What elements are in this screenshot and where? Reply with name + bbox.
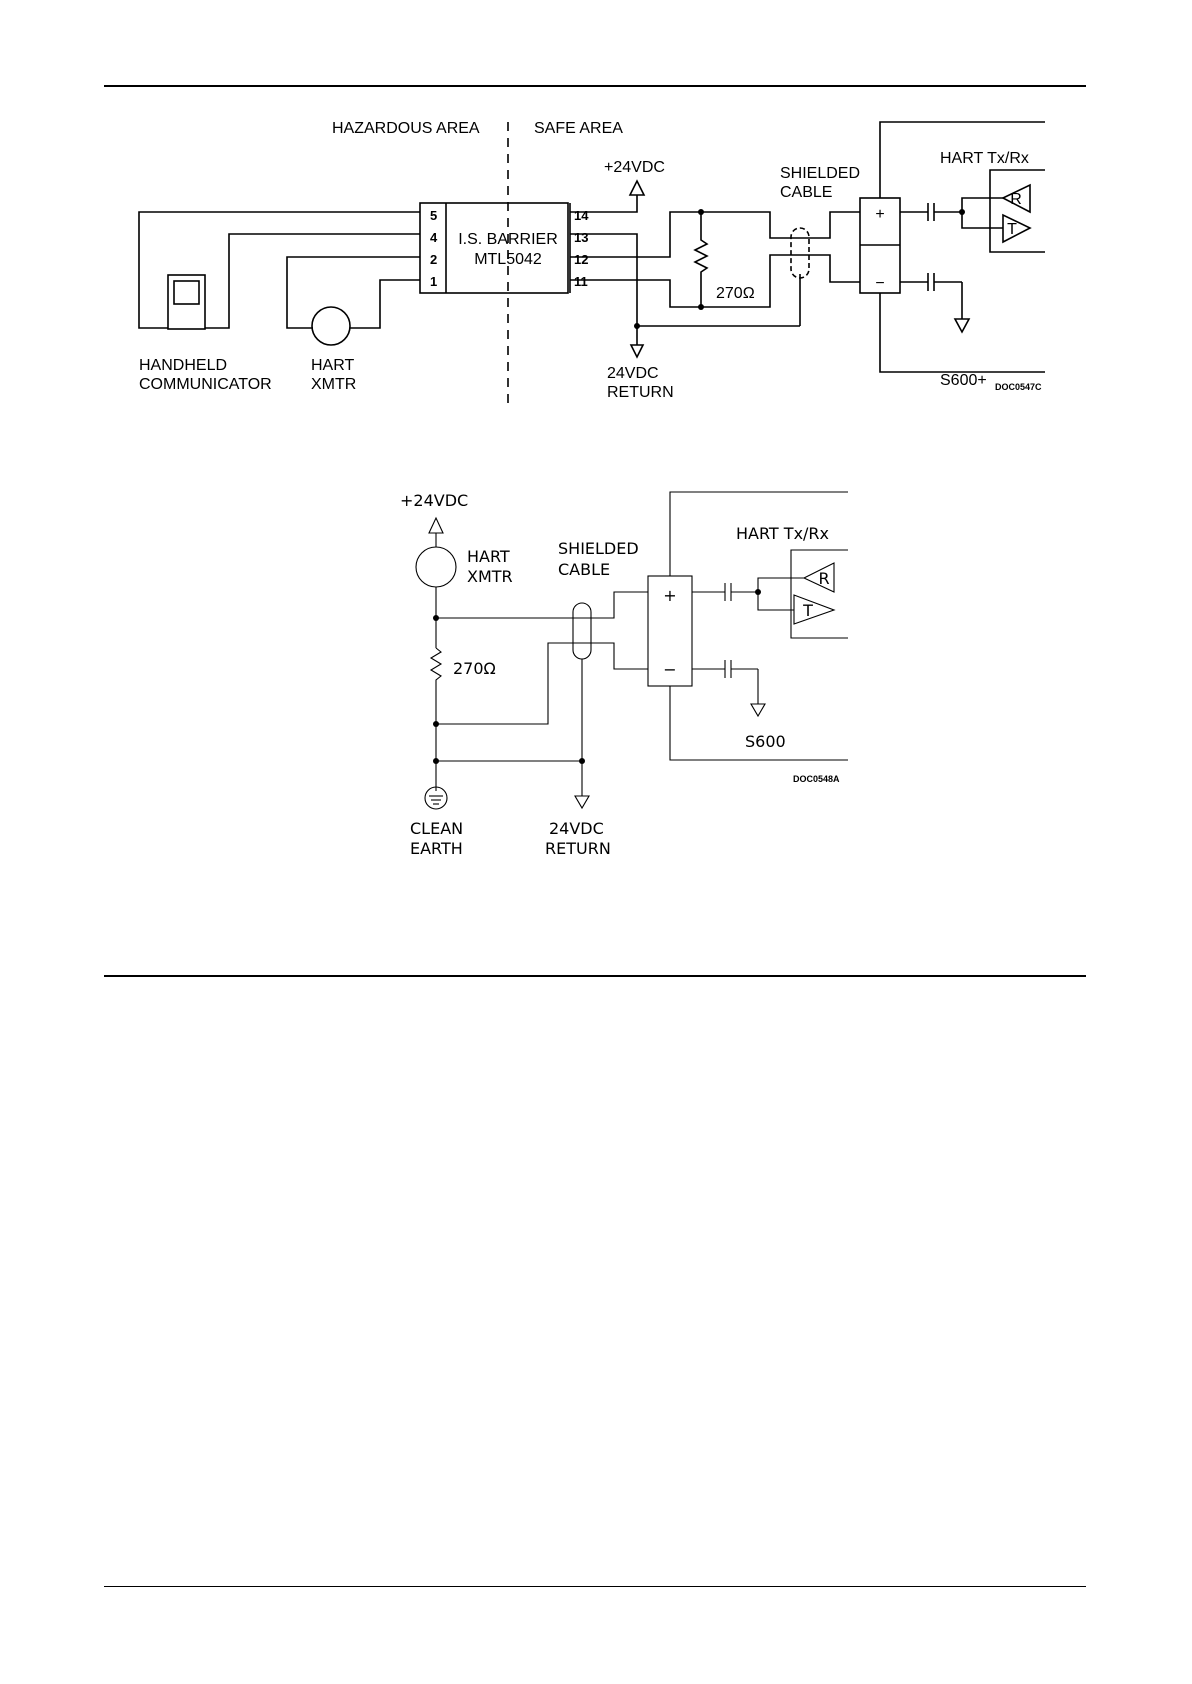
resistor-label: 270Ω	[716, 285, 755, 302]
pin-13: 13	[574, 230, 588, 245]
barrier-wiring-diagram: HAZARDOUS AREA SAFE AREA I.S. BARRIER MT…	[0, 110, 1192, 410]
is-barrier-box	[420, 203, 568, 293]
supply-label: +24VDC	[604, 159, 665, 176]
shielded-label-line2: CABLE	[780, 184, 832, 201]
return-label-line1: 24VDC	[607, 365, 659, 382]
supply-label-2: +24VDC	[400, 491, 468, 510]
return-label-line2: RETURN	[607, 384, 674, 401]
xmtr2-label-line1: HART	[467, 547, 510, 566]
hazardous-area-label: HAZARDOUS AREA	[332, 120, 480, 137]
pin-12: 12	[574, 252, 588, 267]
middle-rule	[104, 975, 1086, 977]
supply-arrow-icon	[630, 181, 644, 195]
shielded-cable-icon	[791, 228, 809, 278]
pin-14: 14	[574, 208, 589, 223]
handheld-label-line2: COMMUNICATOR	[139, 376, 272, 393]
top-rule	[104, 85, 1086, 87]
plus-terminal-2: +	[663, 586, 676, 605]
clean-earth-label-line1: CLEAN	[410, 819, 463, 838]
supply-arrow-icon-2	[429, 518, 443, 533]
ground-icon-2	[751, 704, 765, 716]
xmtr-label-line2: XMTR	[311, 376, 356, 393]
return2-label-line1: 24VDC	[549, 819, 604, 838]
shielded2-label-line1: SHIELDED	[558, 539, 639, 558]
ground-icon	[955, 319, 969, 332]
xmtr2-label-line2: XMTR	[467, 567, 513, 586]
barrier-label-line2: MTL5042	[474, 251, 542, 268]
pin-1: 1	[430, 274, 437, 289]
resistor-label-2: 270Ω	[453, 659, 496, 678]
direct-wiring-diagram: +24VDC HART XMTR 270Ω CLEAN EARTH 24VDC …	[0, 480, 1192, 860]
minus-terminal-2: −	[663, 660, 676, 679]
return2-label-line2: RETURN	[545, 839, 611, 858]
transmitter-icon-2	[794, 595, 834, 624]
hart-xmtr-icon-2	[416, 547, 456, 587]
device-label-2: S600	[745, 732, 786, 751]
handheld-label-line1: HANDHELD	[139, 357, 227, 374]
bottom-rule	[104, 1586, 1086, 1587]
transmitter-letter-2: T	[802, 601, 813, 620]
pin-4: 4	[430, 230, 438, 245]
shielded-label-line1: SHIELDED	[780, 165, 860, 182]
safe-area-label: SAFE AREA	[534, 120, 623, 137]
pin-5: 5	[430, 208, 437, 223]
receiver-letter-2: R	[818, 569, 829, 588]
hart-txrx-label-2: HART Tx/Rx	[736, 524, 829, 543]
plus-terminal: +	[875, 206, 884, 223]
receiver-letter: R	[1010, 191, 1022, 208]
xmtr-label-line1: HART	[311, 357, 354, 374]
pin-2: 2	[430, 252, 437, 267]
return-ground-icon	[631, 345, 643, 357]
doc-ref-label: DOC0547C	[995, 382, 1042, 392]
shielded2-label-line2: CABLE	[558, 560, 610, 579]
shielded-cable-icon-2	[573, 603, 591, 659]
clean-earth-label-line2: EARTH	[410, 839, 463, 858]
pin-11: 11	[574, 274, 588, 289]
barrier-label-line1: I.S. BARRIER	[458, 231, 558, 248]
hart-xmtr-icon	[312, 307, 350, 345]
return-ground-icon-2	[575, 796, 589, 808]
hart-txrx-label: HART Tx/Rx	[940, 150, 1029, 167]
minus-terminal: −	[875, 275, 884, 292]
device-label: S600+	[940, 372, 987, 389]
doc-ref-label-2: DOC0548A	[793, 774, 840, 784]
transmitter-letter: T	[1007, 221, 1017, 238]
